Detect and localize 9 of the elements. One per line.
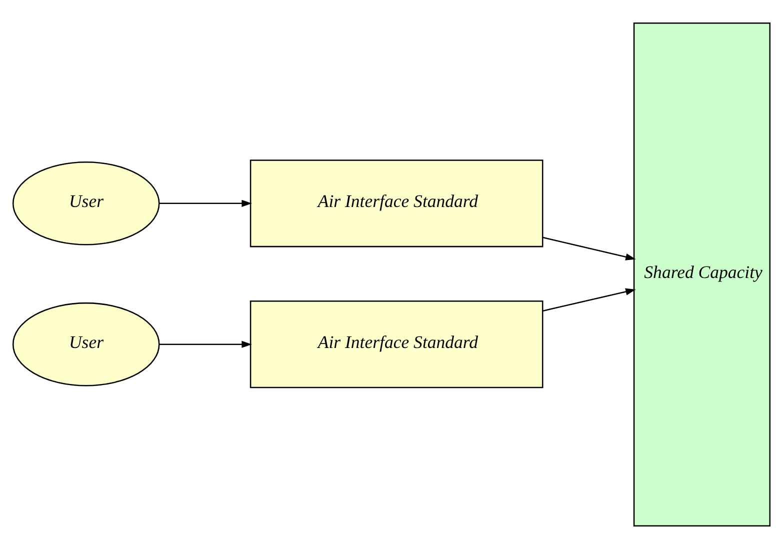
arrow: [542, 236, 636, 260]
node-ellipse: User: [12, 162, 160, 246]
node-ellipse: User: [12, 302, 160, 386]
node-box: Air Interface Standard: [250, 300, 544, 388]
arrow: [159, 340, 252, 348]
arrow: [159, 200, 252, 207]
node-box: Shared Capacity: [633, 22, 771, 527]
node-box: Air Interface Standard: [250, 160, 544, 248]
arrow: [542, 288, 636, 312]
